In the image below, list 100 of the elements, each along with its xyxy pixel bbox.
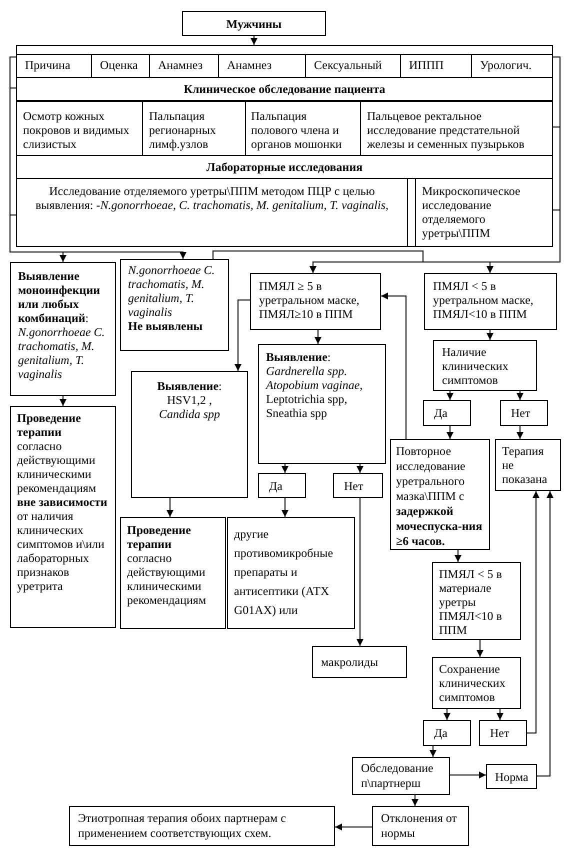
box-label: Анамнез (227, 58, 272, 72)
process-box (424, 273, 557, 330)
process-box (433, 340, 537, 391)
box-label: Проведение терапии согласно действующими клиническими рекомендациям (127, 523, 208, 607)
process-box (432, 657, 521, 709)
box-label: Сексуальный (314, 58, 382, 72)
box-label: Мужчины (226, 16, 282, 32)
box-label: Лабораторные исследования (206, 159, 363, 176)
process-box (390, 439, 490, 550)
branch-box (500, 400, 548, 426)
arrow (516, 426, 524, 440)
arrow (412, 794, 418, 806)
box-label: Да (269, 478, 283, 494)
arrow (444, 708, 450, 720)
box-label: Повторное исследование уретрального мазка\ППМ с задержкой мочеспуска-ния ≥6 часов. (396, 444, 484, 549)
arrow (356, 464, 364, 474)
box-label: Да (434, 405, 448, 422)
arrow (334, 824, 372, 830)
process-box (69, 806, 335, 846)
arrow (250, 36, 258, 46)
box-label: HSV1,2 , (166, 393, 212, 407)
box-label: ИППП (409, 58, 444, 72)
process-box (372, 806, 469, 846)
arrow (430, 746, 436, 758)
box-label: ПМЯЛ < 5 в уретральном маске, ПМЯЛ<10 в ППМ (433, 279, 534, 321)
box-label: Этиотропная терапия обоих партнерам с применением соответствующих схем. (78, 811, 287, 841)
branch-box (333, 473, 383, 498)
box-label: Отклонения от нормы (381, 811, 458, 841)
arrow (446, 426, 454, 440)
process-box (10, 406, 116, 628)
process-box (352, 757, 450, 795)
process-box (10, 262, 116, 396)
box-label: другие противомикробные препараты и антисептики (АТХ G01AX) или (234, 526, 334, 619)
box-label: Нет (490, 725, 510, 742)
box-label: Наличие клинических симптомов (442, 345, 510, 387)
arrow (10, 214, 186, 260)
arrow (282, 498, 288, 518)
box-label: Оценка (100, 58, 138, 72)
arrow (486, 330, 494, 340)
process-box (227, 517, 355, 629)
arrow (314, 330, 322, 344)
box-label: Урологич. (480, 58, 532, 72)
branch-box (423, 400, 471, 426)
box-label: Да (434, 725, 448, 742)
arrow (166, 498, 174, 518)
box-label: Выявление: (157, 379, 222, 393)
box-label: Пальпация регионарных лимф.узлов (149, 109, 217, 151)
box-label: Нет (344, 478, 364, 494)
box-label: ПМЯЛ ≥ 5 в уретральном маске, ПМЯЛ≥10 в ППМ (259, 279, 360, 321)
box-label: Не выявлены (128, 319, 203, 333)
process-box (495, 439, 561, 491)
box-label: Причина (25, 58, 70, 72)
process-box (120, 517, 226, 629)
start-box (182, 11, 326, 36)
arrow (212, 250, 494, 274)
box-label: Пальцевое ректальное исследование предстательной железы и семенных пузырьков (367, 109, 526, 151)
box-label: Анамнез (158, 58, 203, 72)
branch-box (479, 720, 527, 746)
box-label: Микроскопическое исследование отделяемого уретры\ППМ (422, 184, 522, 240)
arrow (536, 490, 554, 776)
box-label: Gardnerella spp. Atopobium vaginae, Leptotrichia spp, Sneathia spp (266, 364, 364, 420)
box-label: N.gonorrhoeae C. trachomatis, M. genitalium, T. vaginalis (18, 325, 106, 381)
branch-box (258, 473, 306, 498)
box-label: Candida spp (158, 407, 220, 421)
process-box (432, 562, 521, 640)
box-label: Нет (511, 405, 530, 422)
arrow (450, 772, 486, 778)
arrow (380, 292, 406, 440)
box-label: Выявление моноинфекции или любых комбинаций: (18, 269, 102, 325)
group-frame (16, 45, 553, 247)
box-label: Осмотр кожных покровов и видимых слизистых (23, 109, 130, 151)
arrow (516, 390, 524, 400)
process-box (312, 646, 407, 678)
box-label: Клиническое обследование пациента (184, 81, 386, 98)
arrow (446, 390, 454, 400)
box-label: Терапия не показана (502, 444, 548, 486)
arrow (234, 300, 250, 372)
box-label: Обследование п\партнерш (361, 761, 434, 791)
box-label: Проведение терапии согласно действующими клиническими рекомендациям вне зависимости от наличия клинических симптомов и\или лабораторных признаков уретрита (17, 411, 108, 593)
box-label: ПМЯЛ < 5 в материале уретры ПМЯЛ<10 в ППМ (439, 567, 503, 637)
process-box (120, 259, 229, 351)
arrow (496, 708, 504, 720)
branch-box (423, 720, 471, 746)
arrow (282, 464, 288, 474)
box-label: макролиды (321, 654, 378, 671)
process-box (486, 764, 537, 789)
box-label: Сохранение клинических симптомов (439, 662, 506, 704)
box-label: Выявление: (266, 350, 331, 364)
process-box (131, 371, 248, 498)
process-box (250, 273, 381, 330)
box-label: N.gonorrhoeae C. trachomatis, M. genitalium, T. vaginalis (128, 263, 216, 319)
process-box (258, 344, 386, 464)
arrow (60, 396, 66, 406)
arrow (476, 640, 484, 658)
arrow (526, 490, 540, 734)
arrow (454, 550, 462, 562)
box-label: Норма (495, 768, 528, 786)
box-label: Пальпация полового члена и органов мошонки (251, 109, 343, 151)
arrow (356, 498, 364, 646)
box-label: Исследование отделяемого уретры\ППМ методом ПЦР с целью выявления: -N.gonorrhoeae, C. trachomatis, M. genitalium, T. vaginalis, (34, 184, 390, 212)
